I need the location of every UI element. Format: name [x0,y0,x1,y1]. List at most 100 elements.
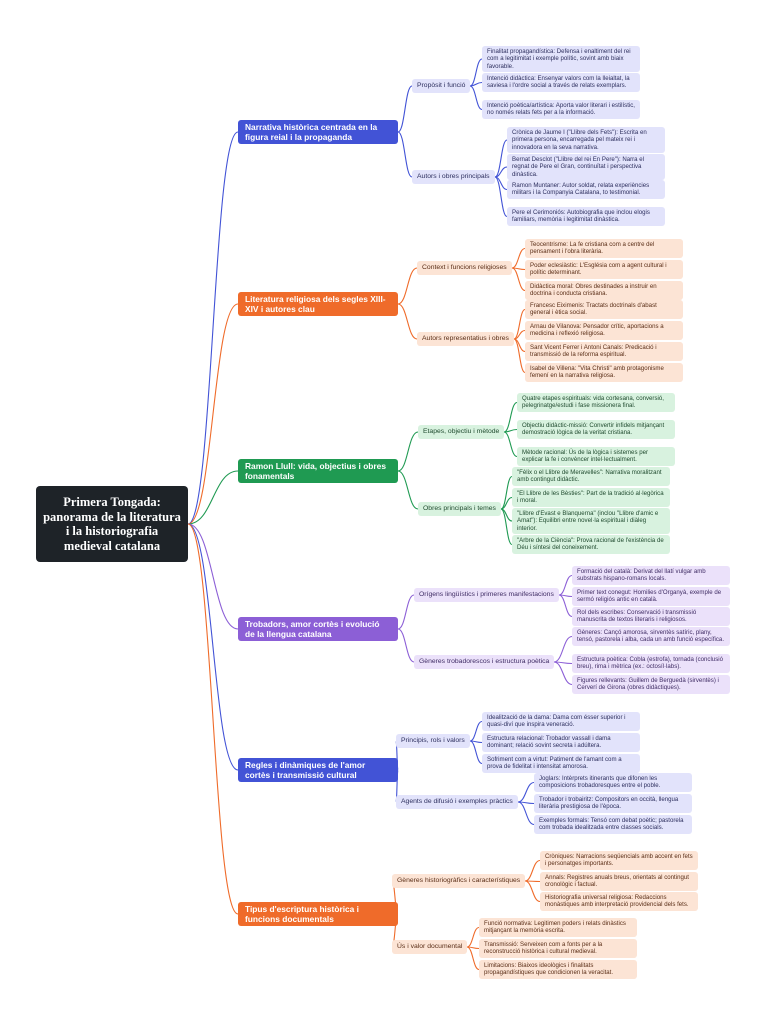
leaf-node[interactable]: Objectiu didàctic-missió: Convertir infi… [517,420,675,439]
connector-line [187,303,239,525]
leaf-node[interactable]: Finalitat propagandística: Defensa i ena… [482,46,640,72]
connector-line [517,781,535,803]
leaf-node[interactable]: Estructura poètica: Cobla (estrofa), tor… [572,654,730,673]
connector-line [500,475,513,510]
connector-line [517,801,535,826]
leaf-node[interactable]: Bernat Desclot ("Llibre del rei En Pere"… [507,154,665,180]
subtopic[interactable]: Ús i valor documental [392,940,468,954]
connector-line [469,740,483,765]
connector-line [503,401,518,433]
leaf-node[interactable]: Mètode racional: Ús de la lògica i siste… [517,447,675,466]
leaf-node[interactable]: "Fèlix o el Llibre de Meravelles": Narra… [512,467,670,486]
connector-line [511,267,526,292]
subtopic[interactable]: Obres principals i temes [418,502,501,516]
connector-line [500,508,513,546]
connector-line [466,926,480,948]
leaf-node[interactable]: Figures rellevants: Guillem de Berguedà … [572,675,730,694]
leaf-node[interactable]: Primer text conegut: Homilies d'Organyà,… [572,587,730,606]
leaf-node[interactable]: Ramon Muntaner: Autor soldat, relata exp… [507,180,665,199]
connector-line [513,338,526,374]
connector-line [513,308,526,340]
leaf-node[interactable]: Trobador i trobairitz: Compositors en oc… [534,794,692,813]
main-topic[interactable]: Trobadors, amor cortès i evolució de la … [238,617,398,641]
subtopic[interactable]: Autors representatius i obres [417,332,514,346]
main-topic[interactable]: Narrativa històrica centrada en la figur… [238,120,398,144]
leaf-node[interactable]: Quatre etapes espirituals: vida cortesan… [517,393,675,412]
connector-line [466,946,480,971]
connector-line [397,267,418,305]
subtopic[interactable]: Agents de difusió i exemples pràctics [396,795,518,809]
connector-line [187,523,239,915]
connector-line [187,523,239,630]
root-topic-label: Primera Tongada: panorama de la literatu… [43,495,181,553]
subtopic[interactable]: Orígens lingüístics i primeres manifesta… [414,588,559,602]
connector-line [187,523,239,771]
leaf-node[interactable]: "Arbre de la Ciència": Prova racional de… [512,535,670,554]
leaf-node[interactable]: Formació del català: Derivat del llatí v… [572,566,730,585]
connector-line [397,131,413,178]
connector-line [511,247,526,269]
connector-line [503,431,518,458]
subtopic[interactable]: Autors i obres principals [412,170,495,184]
connector-line [397,470,419,510]
leaf-node[interactable]: "Llibre d'Evast e Blanquerna" (inclou "L… [512,508,670,534]
connector-line [553,661,573,686]
leaf-node[interactable]: Intenció didàctica: Ensenyar valors com … [482,73,640,92]
connector-line [494,139,508,178]
connector-line [553,635,573,663]
leaf-node[interactable]: Sofriment com a virtut: Patiment de l'am… [482,754,640,773]
leaf-node[interactable]: Funció normativa: Legitimen poders i rel… [479,918,637,937]
connector-line [187,470,239,525]
leaf-node[interactable]: Idealització de la dama: Dama com ésser … [482,712,640,731]
leaf-node[interactable]: Didàctica moral: Obres destinades a inst… [525,281,683,300]
connector-line [397,303,418,340]
connector-line [469,58,483,87]
connector-line [494,166,508,178]
connector-line [558,594,573,618]
connector-line [469,720,483,742]
main-topic[interactable]: Regles i dinàmiques de l'amor cortès i t… [238,758,398,782]
subtopic[interactable]: Etapes, objectiu i mètode [418,425,505,439]
connector-line [397,628,415,663]
leaf-node[interactable]: Transmissió: Serveixen com a fonts per a… [479,939,637,958]
leaf-node[interactable]: Francesc Eiximenis: Tractats doctrinals … [525,300,683,319]
leaf-node[interactable]: Pere el Cerimoniós: Autobiografia que in… [507,207,665,226]
leaf-node[interactable]: Arnau de Vilanova: Pensador crític, apor… [525,321,683,340]
leaf-node[interactable]: Gèneres: Cançó amorosa, sirventès satíri… [572,627,730,646]
leaf-node[interactable]: Limitacions: Biaixos ideològics i finali… [479,960,637,979]
leaf-node[interactable]: Historiografia universal religiosa: Reda… [540,892,698,911]
connector-line [187,131,239,525]
leaf-node[interactable]: Annals: Registres anuals breus, orientat… [540,872,698,891]
leaf-node[interactable]: Rol dels escribes: Conservació i transmi… [572,607,730,626]
connector-line [397,431,419,472]
leaf-node[interactable]: Teocentrisme: La fe cristiana com a cent… [525,239,683,258]
leaf-node[interactable]: Crònica de Jaume I ("Llibre dels Fets"):… [507,127,665,153]
connector-line [469,85,483,111]
leaf-node[interactable]: Joglars: Intèrprets itinerants que difon… [534,773,692,792]
subtopic[interactable]: Context i funcions religioses [417,261,512,275]
leaf-node[interactable]: Poder eclesiàstic: L'Església com a agen… [525,260,683,279]
connector-line [397,594,415,630]
main-topic[interactable]: Tipus d'escriptura històrica i funcions … [238,902,398,926]
leaf-node[interactable]: Sant Vicent Ferrer i Antoni Canals: Pred… [525,342,683,361]
connector-line [524,880,541,903]
subtopic[interactable]: Propòsit i funció [412,79,471,93]
connector-line [500,496,513,510]
leaf-node[interactable]: Cròniques: Narracions seqüencials amb ac… [540,851,698,870]
connector-line [524,859,541,882]
leaf-node[interactable]: Isabel de Villena: "Vita Christi" amb pr… [525,363,683,382]
leaf-node[interactable]: Estructura relacional: Trobador vassall … [482,733,640,752]
subtopic[interactable]: Gèneres trobadorescos i estructura poèti… [414,655,555,669]
connector-line [494,176,508,218]
leaf-node[interactable]: Exemples formals: Tensó com debat poètic… [534,815,692,834]
main-topic[interactable]: Literatura religiosa dels segles XIII-XI… [238,292,398,316]
root-topic[interactable]: Primera Tongada: panorama de la literatu… [36,486,188,562]
leaf-node[interactable]: Intenció poètica/artística: Aporta valor… [482,100,640,119]
subtopic[interactable]: Gèneres historiogràfics i característiqu… [392,874,526,888]
main-topic[interactable]: Ramon Llull: vida, objectius i obres fon… [238,459,398,483]
connector-line [397,85,413,133]
subtopic[interactable]: Principis, rols i valors [396,734,470,748]
connector-line [558,574,573,596]
leaf-node[interactable]: "El Llibre de les Bèsties": Part de la t… [512,488,670,507]
